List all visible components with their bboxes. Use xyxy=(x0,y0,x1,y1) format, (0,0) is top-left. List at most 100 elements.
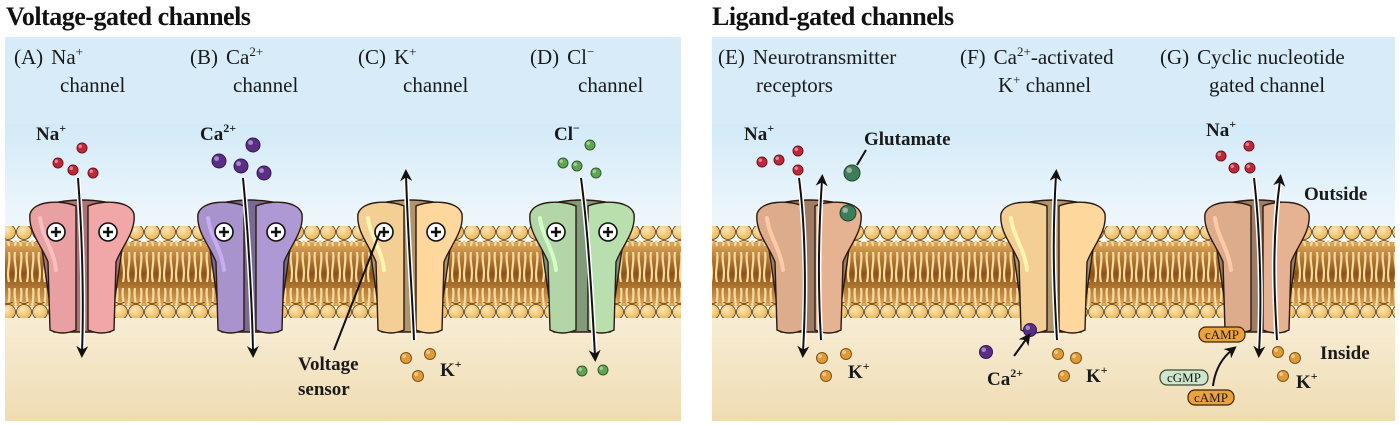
ca-ion-bound xyxy=(1023,323,1037,337)
na-ion xyxy=(1215,150,1227,162)
panel-c-header: (C)K+ channel xyxy=(358,44,468,97)
svg-text:cAMP: cAMP xyxy=(1205,327,1239,342)
cl-ion xyxy=(584,139,596,151)
k-ion xyxy=(1289,352,1301,364)
na-ion xyxy=(52,157,64,169)
voltage-sensor-plus-icon xyxy=(266,222,286,242)
na-ion xyxy=(1243,140,1255,152)
svg-text:K+: K+ xyxy=(848,359,870,383)
camp-tag-bound: cAMP xyxy=(1198,326,1246,343)
ligand-gated-title: Ligand-gated channels xyxy=(712,2,954,31)
ca-influx-arrow xyxy=(240,177,259,358)
k-label-g: K+ xyxy=(1296,369,1318,393)
svg-text:Ca2+: Ca2+ xyxy=(200,121,236,145)
na-ion xyxy=(756,156,768,168)
na-label-a: Na+ xyxy=(36,121,66,145)
svg-text:channel: channel xyxy=(403,73,468,97)
cl-ion xyxy=(590,167,602,179)
k-ion xyxy=(840,348,852,360)
ca-ion-free xyxy=(979,345,993,359)
voltage-sensor-plus-icon xyxy=(46,222,66,242)
k-ion xyxy=(1272,346,1284,358)
k-label-c: K+ xyxy=(440,357,462,381)
voltage-sensor-plus-icon xyxy=(426,222,446,242)
voltage-sensor-plus-icon xyxy=(598,222,618,242)
panel-a-header: (A)Na+ channel xyxy=(14,44,125,97)
na-influx-arrow xyxy=(1251,177,1266,358)
ca-channel xyxy=(197,199,303,334)
svg-text:(A)Na+: (A)Na+ xyxy=(14,44,83,69)
svg-text:(E)Neurotransmitter: (E)Neurotransmitter xyxy=(718,45,896,69)
svg-text:(G)Cyclic nucleotide: (G)Cyclic nucleotide xyxy=(1160,45,1345,69)
svg-text:(C)K+: (C)K+ xyxy=(358,44,417,69)
svg-text:K+: K+ xyxy=(1086,363,1108,387)
voltage-sensor-plus-icon xyxy=(214,222,234,242)
svg-text:channel: channel xyxy=(578,73,643,97)
svg-text:gated channel: gated channel xyxy=(1209,73,1325,97)
voltage-sensor-plus-icon xyxy=(546,222,566,242)
svg-text:(D)Cl−: (D)Cl− xyxy=(530,44,594,69)
svg-text:K+: K+ xyxy=(1296,369,1318,393)
voltage-gated-title: Voltage-gated channels xyxy=(6,2,251,31)
svg-text:Inside: Inside xyxy=(1320,343,1370,364)
svg-text:sensor: sensor xyxy=(298,379,350,400)
glutamate-bound xyxy=(839,204,857,222)
cl-influx-arrow xyxy=(578,177,601,362)
cl-ion xyxy=(576,365,588,377)
voltage-sensor-label: Voltage sensor xyxy=(298,231,381,400)
na-ion xyxy=(76,142,88,154)
na-influx-arrow xyxy=(75,177,89,358)
k-ion xyxy=(820,370,832,382)
glutamate-label: Glutamate xyxy=(856,129,951,166)
panel-b-header: (B)Ca2+ channel xyxy=(190,44,298,97)
svg-text:K+ channel: K+ channel xyxy=(998,72,1091,97)
glutamate-receptor xyxy=(756,199,862,334)
svg-text:Na+: Na+ xyxy=(744,121,774,145)
ca-ion xyxy=(245,137,261,153)
voltage-sensor-plus-icon xyxy=(98,222,118,242)
na-ion xyxy=(87,167,99,179)
k-ion xyxy=(1052,348,1064,360)
cl-ion xyxy=(557,157,569,169)
svg-text:channel: channel xyxy=(60,73,125,97)
k-efflux-arrow xyxy=(1049,169,1062,341)
panel-e-header: (E)Neurotransmitter receptors xyxy=(718,45,896,97)
outside-label: Outside xyxy=(1304,184,1367,205)
ca-ion xyxy=(233,158,249,174)
voltage-sensor-plus-icon xyxy=(374,222,394,242)
glutamate-free xyxy=(843,164,861,182)
camp-binding-arrow xyxy=(1212,346,1237,387)
na-ion xyxy=(792,145,804,157)
svg-text:(B)Ca2+: (B)Ca2+ xyxy=(190,44,263,69)
svg-text:K+: K+ xyxy=(440,357,462,381)
svg-text:Outside: Outside xyxy=(1304,184,1367,205)
ca-label-b: Ca2+ xyxy=(200,121,236,145)
svg-text:cGMP: cGMP xyxy=(1167,370,1201,385)
cl-channel xyxy=(529,199,635,334)
k-ion xyxy=(1058,370,1070,382)
k-label-e: K+ xyxy=(848,359,870,383)
cl-ion xyxy=(571,160,583,172)
svg-text:cAMP: cAMP xyxy=(1194,390,1228,405)
svg-text:Voltage: Voltage xyxy=(298,354,359,375)
inside-label: Inside xyxy=(1320,343,1370,364)
panel-f-header: (F)Ca2+-activated K+ channel xyxy=(960,44,1114,97)
k-ion xyxy=(400,352,412,364)
cl-ion xyxy=(597,364,609,376)
cgmp-tag: cGMP xyxy=(1159,369,1209,386)
k-channel xyxy=(357,199,463,334)
na-ion xyxy=(773,154,785,166)
na-ion xyxy=(792,164,804,176)
svg-text:Cl−: Cl− xyxy=(554,121,580,145)
na-label-e: Na+ xyxy=(744,121,774,145)
na-ion xyxy=(67,164,79,176)
k-ion xyxy=(412,370,424,382)
svg-text:channel: channel xyxy=(233,73,298,97)
k-efflux-arrow xyxy=(815,174,828,341)
na-label-g: Na+ xyxy=(1206,117,1236,141)
panel-g-header: (G)Cyclic nucleotide gated channel xyxy=(1160,45,1345,97)
svg-text:Na+: Na+ xyxy=(36,121,66,145)
svg-text:Ca2+: Ca2+ xyxy=(987,366,1023,390)
svg-text:Na+: Na+ xyxy=(1206,117,1236,141)
